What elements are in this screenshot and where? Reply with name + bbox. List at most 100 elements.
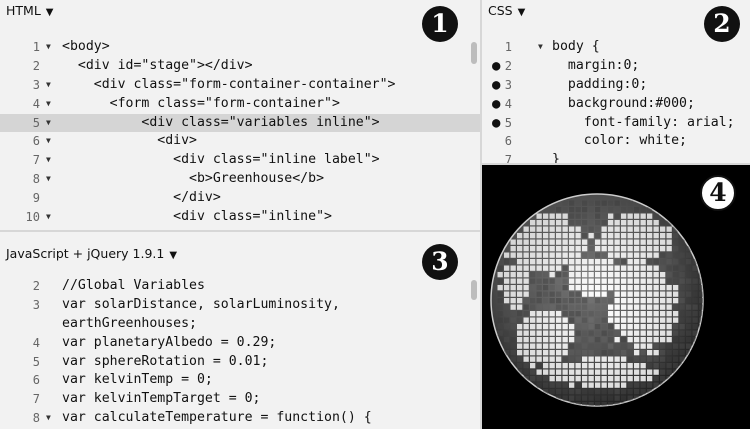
html-scrollbar[interactable] bbox=[471, 42, 477, 64]
css-pane-header[interactable]: CSS▼ bbox=[482, 0, 750, 22]
line-number: 5 bbox=[32, 115, 40, 130]
code-line[interactable]: 1 ▼ body { bbox=[482, 38, 750, 57]
code-line[interactable]: 8 ▼ <b>Greenhouse</b> bbox=[0, 170, 480, 189]
line-number: 2 bbox=[32, 58, 40, 73]
badge-2: 2 bbox=[704, 6, 740, 42]
line-number: 8 bbox=[32, 172, 40, 187]
code-text: var kelvinTempTarget = 0; bbox=[62, 391, 261, 407]
code-text: <body> bbox=[62, 39, 110, 54]
css-code-area[interactable]: 1▼body {●2 margin:0;●3 padding:0;●4 back… bbox=[482, 38, 750, 163]
code-line[interactable]: 4 var planetaryAlbedo = 0.29; bbox=[0, 334, 480, 353]
code-text: <div class="inline label"> bbox=[62, 152, 380, 168]
line-number: 10 bbox=[25, 210, 40, 225]
line-number: 7 bbox=[32, 153, 40, 168]
fold-arrow-icon[interactable]: ▼ bbox=[538, 42, 543, 51]
code-line[interactable]: 2//Global Variables bbox=[0, 277, 480, 296]
html-code-area[interactable]: 1▼<body>2 <div id="stage"></div>3▼ <div … bbox=[0, 38, 480, 227]
chevron-down-icon[interactable]: ▼ bbox=[45, 7, 54, 18]
code-text: <div class="form-container-container"> bbox=[62, 76, 396, 92]
fold-arrow-icon[interactable]: ▼ bbox=[46, 117, 51, 127]
code-line[interactable]: 5 var sphereRotation = 0.01; bbox=[0, 353, 480, 372]
fold-arrow-icon[interactable]: ▼ bbox=[46, 413, 51, 423]
code-text: var planetaryAlbedo = 0.29; bbox=[62, 334, 277, 350]
code-line[interactable]: 2 <div id="stage"></div> bbox=[0, 57, 480, 76]
code-text: <form class="form-container"> bbox=[62, 95, 340, 111]
code-line[interactable]: 1▼<body> bbox=[0, 38, 480, 57]
code-text: <b>Greenhouse</b> bbox=[62, 171, 325, 187]
line-number: 5 bbox=[504, 115, 512, 130]
code-text: var sphereRotation = 0.01; bbox=[62, 353, 269, 369]
code-line[interactable]: 8 ▼ var calculateTemperature = function() … bbox=[0, 409, 480, 428]
line-number: 5 bbox=[32, 354, 40, 369]
fold-arrow-icon[interactable]: ▼ bbox=[46, 42, 51, 51]
breakpoint-dot-icon[interactable]: ● bbox=[492, 57, 501, 74]
fold-arrow-icon[interactable]: ▼ bbox=[46, 79, 51, 89]
code-text: <div class="variables inline"> bbox=[62, 114, 380, 130]
html-pane-header[interactable]: HTML ▼ bbox=[0, 0, 480, 22]
fold-arrow-icon[interactable]: ▼ bbox=[46, 174, 51, 184]
code-line[interactable]: 4 ▼ <form class="form-container"> bbox=[0, 95, 480, 114]
code-line[interactable]: 6 color: white; bbox=[482, 132, 750, 151]
code-text: padding:0; bbox=[552, 76, 648, 92]
code-line[interactable]: 9 </div> bbox=[0, 189, 480, 208]
line-number: 7 bbox=[504, 153, 512, 163]
css-editor-pane: CSS▼ 1▼body {●2 margin:0;●3 padding:0;●4… bbox=[482, 0, 750, 163]
result-preview-pane: 4 bbox=[482, 165, 750, 429]
js-pane-title: JavaScript + jQuery 1.9.1 bbox=[6, 246, 165, 261]
fold-arrow-icon[interactable]: ▼ bbox=[46, 212, 51, 222]
line-number: 3 bbox=[32, 77, 40, 92]
code-text: background:#000; bbox=[552, 95, 695, 111]
globe-pixels bbox=[497, 200, 703, 406]
breakpoint-dot-icon[interactable]: ● bbox=[492, 76, 501, 93]
code-text: margin:0; bbox=[552, 57, 640, 73]
breakpoint-dot-icon[interactable]: ● bbox=[492, 114, 501, 131]
code-line[interactable]: 7 var kelvinTempTarget = 0; bbox=[0, 390, 480, 409]
code-text: body { bbox=[552, 39, 600, 54]
js-scrollbar[interactable] bbox=[471, 280, 477, 300]
line-number: 4 bbox=[32, 96, 40, 111]
earth-globe-render bbox=[490, 193, 704, 407]
code-text: } bbox=[552, 152, 560, 163]
fold-arrow-icon[interactable]: ▼ bbox=[46, 155, 51, 165]
line-number: 9 bbox=[32, 191, 40, 206]
code-line[interactable]: ●4 background:#000; bbox=[482, 95, 750, 114]
js-pane-header[interactable]: JavaScript + jQuery 1.9.1 ▼ bbox=[0, 243, 480, 265]
line-number: 6 bbox=[504, 134, 512, 149]
fold-arrow-icon[interactable]: ▼ bbox=[46, 98, 51, 108]
code-text: var calculateTemperature = function() { bbox=[62, 410, 372, 426]
badge-1: 1 bbox=[422, 6, 458, 42]
code-text: var solarDistance, solarLuminosity, bbox=[62, 296, 340, 312]
html-pane-title: HTML bbox=[6, 3, 41, 18]
code-line[interactable]: 7 ▼ <div class="inline label"> bbox=[0, 151, 480, 170]
badge-3: 3 bbox=[422, 244, 458, 280]
code-line[interactable]: 3 ▼ <div class="form-container-container"… bbox=[0, 76, 480, 95]
line-number: 8 bbox=[32, 411, 40, 426]
code-text: <div class="inline"> bbox=[62, 209, 332, 225]
code-text: font-family: arial; bbox=[552, 114, 735, 130]
code-text: <div id="stage"></div> bbox=[62, 57, 253, 73]
line-number: 3 bbox=[32, 297, 40, 312]
code-line[interactable]: ●2 margin:0; bbox=[482, 57, 750, 76]
code-line[interactable]: ●3 padding:0; bbox=[482, 76, 750, 95]
line-number: 4 bbox=[504, 96, 512, 111]
line-number: 7 bbox=[32, 392, 40, 407]
code-text: color: white; bbox=[552, 133, 687, 149]
code-line[interactable]: 6▼ <div> bbox=[0, 132, 480, 151]
code-line[interactable]: ●5 font-family: arial; bbox=[482, 114, 750, 133]
code-text: <div> bbox=[62, 133, 197, 149]
breakpoint-dot-icon[interactable]: ● bbox=[492, 95, 501, 112]
fold-arrow-icon[interactable]: ▼ bbox=[46, 136, 51, 146]
code-line[interactable]: 7} bbox=[482, 151, 750, 163]
badge-4: 4 bbox=[700, 175, 736, 211]
chevron-down-icon[interactable]: ▼ bbox=[517, 7, 526, 18]
line-number: 4 bbox=[32, 335, 40, 350]
code-line[interactable]: 10 ▼ <div class="inline"> bbox=[0, 208, 480, 227]
chevron-down-icon[interactable]: ▼ bbox=[169, 250, 178, 261]
line-number: 1 bbox=[504, 40, 512, 54]
code-line[interactable]: 5 ▼ <div class="variables inline"> bbox=[0, 113, 480, 133]
code-line[interactable]: earthGreenhouses; bbox=[0, 315, 480, 334]
code-line[interactable]: 3 var solarDistance, solarLuminosity, bbox=[0, 296, 480, 315]
code-text: </div> bbox=[62, 190, 221, 206]
